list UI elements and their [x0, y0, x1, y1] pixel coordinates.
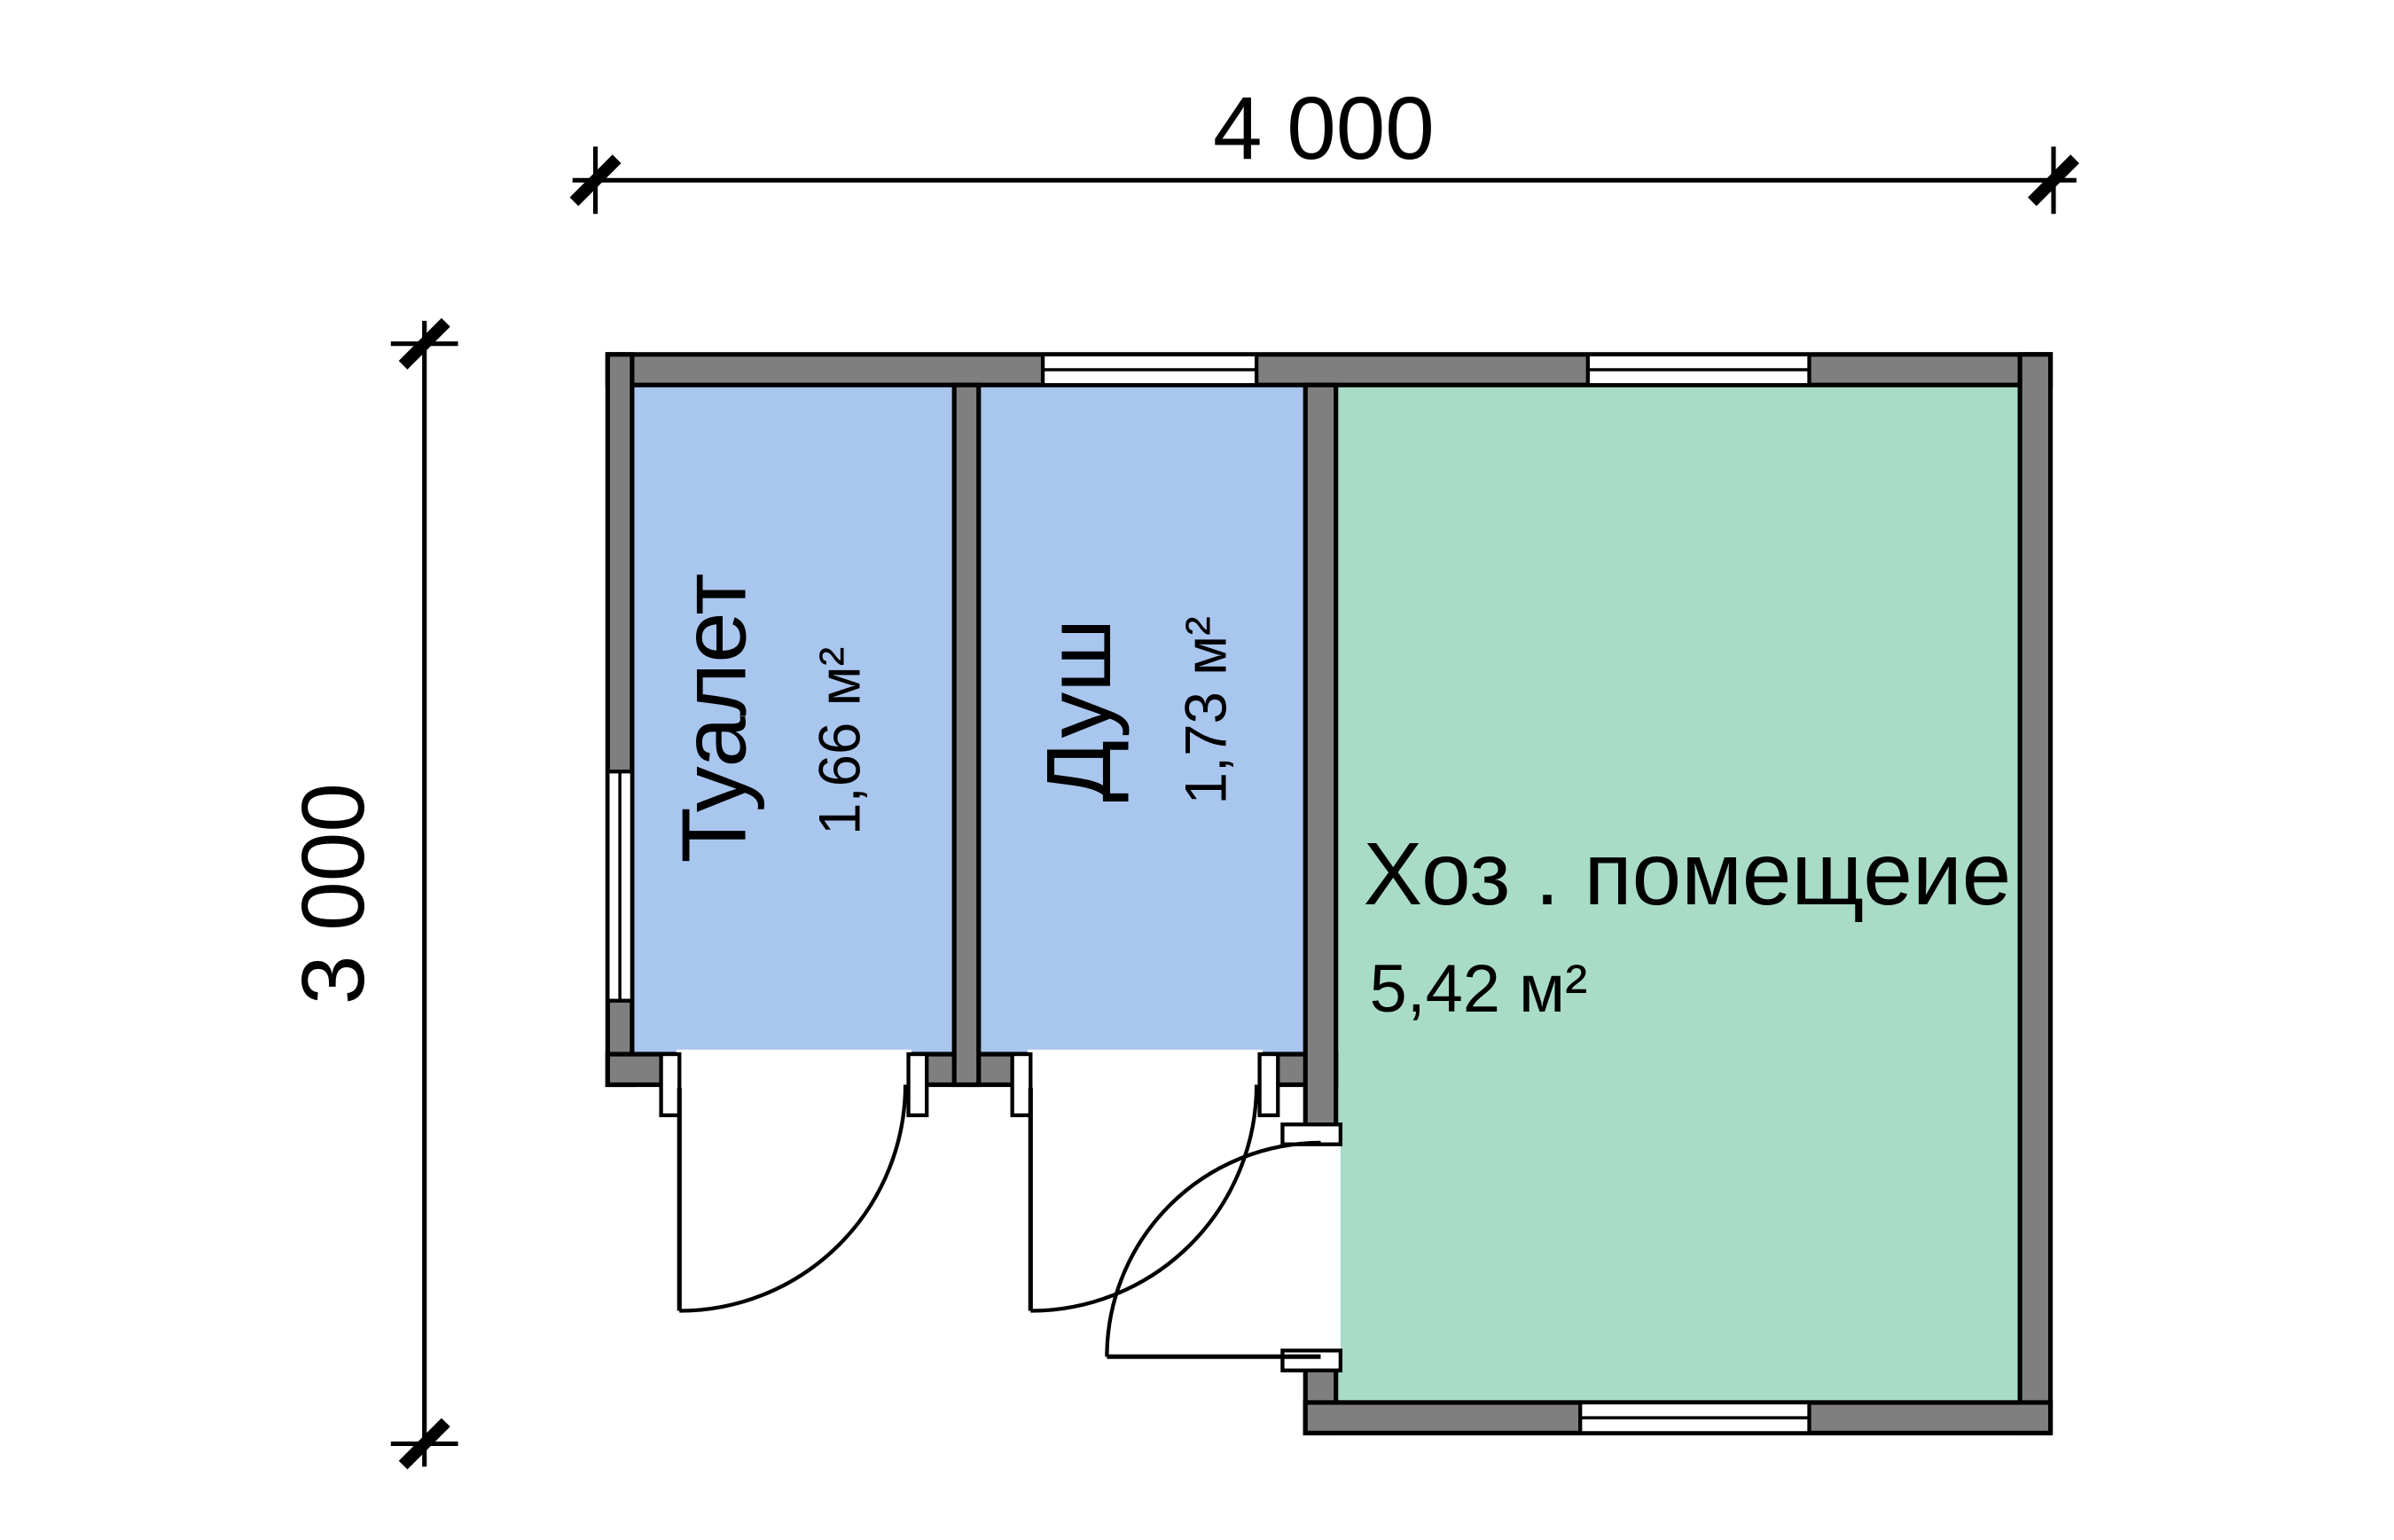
room-toilet-floor: [631, 385, 955, 1055]
door-jamb-toilet-right: [906, 1051, 929, 1118]
dimension-tick-right: [2028, 154, 2079, 207]
room-shower-area: 1,73 м²: [1174, 616, 1239, 804]
door-opening-shower: [1027, 1049, 1264, 1090]
door-opening-toilet: [676, 1049, 911, 1090]
room-shower-name: Душ: [1027, 619, 1130, 802]
height-dimension-label: 3 000: [285, 783, 383, 1005]
door-jamb-utility-bottom: [1280, 1348, 1343, 1372]
dimension-tick-top: [398, 317, 450, 370]
windows: [606, 352, 1811, 1435]
width-dimension-label: 4 000: [1213, 80, 1435, 178]
wall-right: [2017, 352, 2054, 1435]
dimension-tick-bottom: [398, 1418, 450, 1470]
door-jamb-shower-right: [1257, 1051, 1280, 1118]
room-shower-floor: [978, 385, 1306, 1055]
doors: [659, 1049, 1343, 1372]
room-utility-floor: [1335, 385, 2021, 1403]
door-jamb-toilet-left: [659, 1051, 682, 1118]
top-dimension: 4 000: [569, 80, 2079, 215]
wall-partition-toilet-shower: [951, 382, 982, 1088]
door-jamb-shower-left: [1010, 1051, 1033, 1118]
room-floors: [631, 385, 2021, 1403]
dimension-tick-left: [569, 154, 622, 207]
door-swing-toilet: [679, 1084, 908, 1313]
room-toilet-area: 1,66 м²: [807, 647, 872, 835]
wall-top: [605, 352, 2054, 387]
door-opening-utility: [1301, 1142, 1341, 1356]
room-toilet-name: Туалет: [661, 573, 764, 863]
room-utility-area: 5,42 м²: [1370, 951, 1588, 1027]
room-labels: Туалет 1,66 м² Душ 1,73 м² Хоз . помещеи…: [661, 573, 2011, 1026]
room-utility-name: Хоз . помещеие: [1364, 825, 2012, 924]
left-dimension: 3 000: [285, 317, 458, 1470]
door-swing-shower: [1030, 1084, 1259, 1313]
door-swing-utility: [1105, 1140, 1321, 1357]
